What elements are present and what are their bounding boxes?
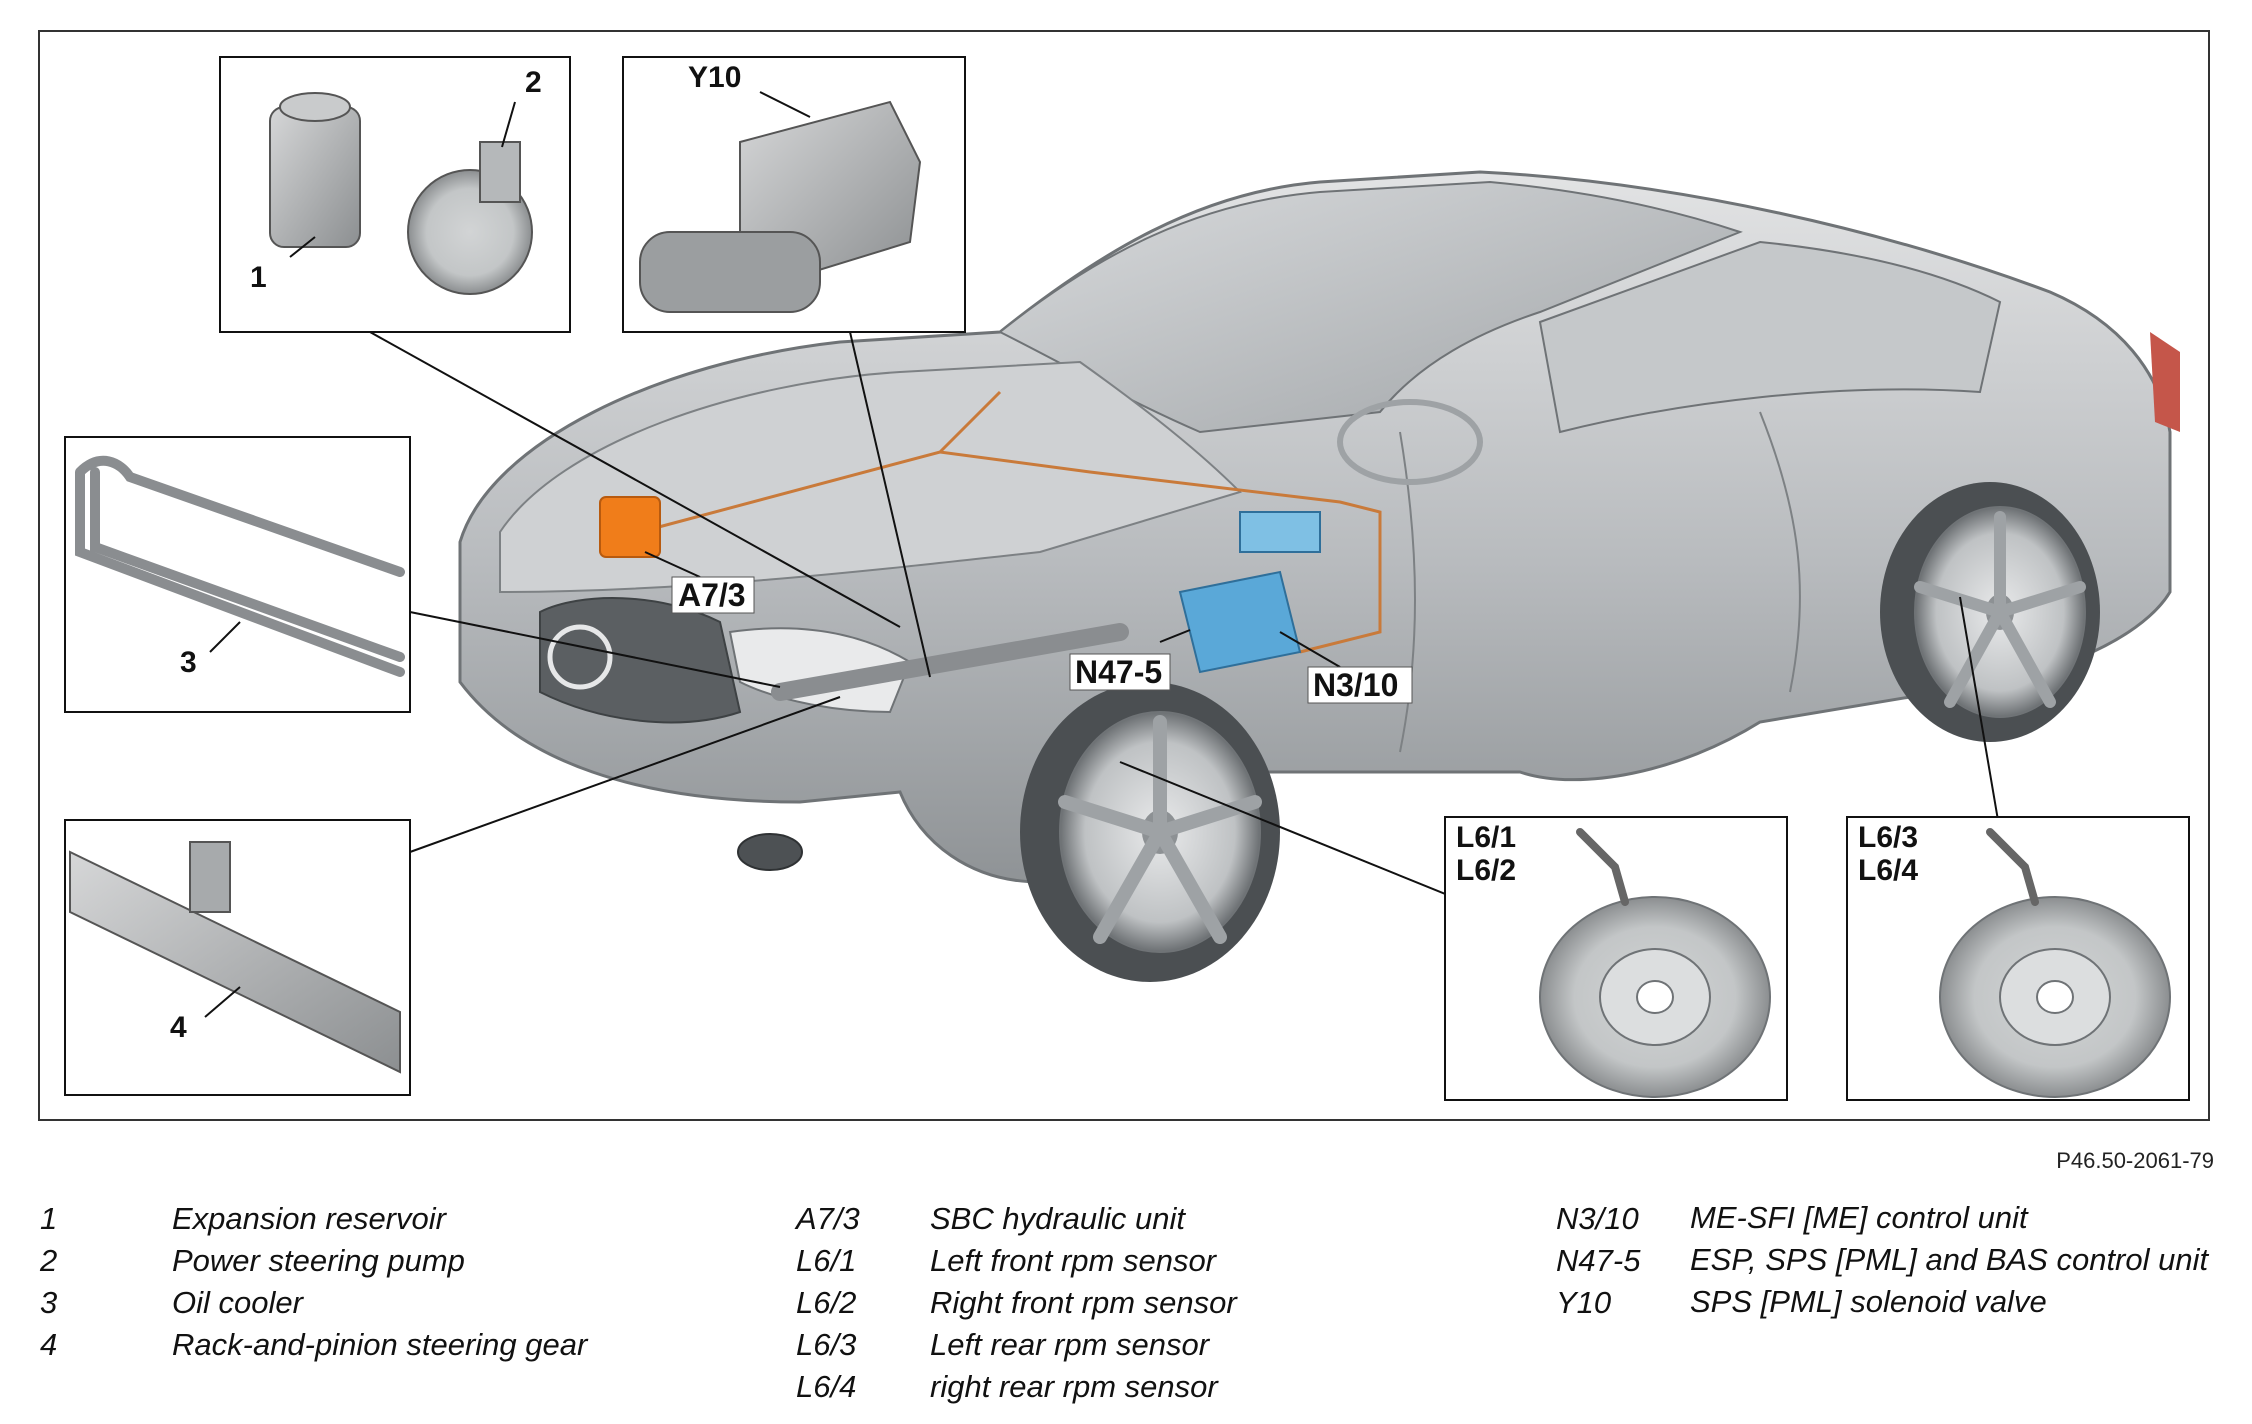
svg-text:N47-5: N47-5 <box>1075 654 1162 690</box>
legend-key: L6/2 <box>796 1285 857 1320</box>
callout-l6-3: L6/3 <box>1858 821 1918 854</box>
callout-4: 4 <box>170 1011 187 1044</box>
me-control-unit-shape <box>1239 511 1321 553</box>
legend-desc: SPS [PML] solenoid valve <box>1690 1284 2047 1319</box>
inset-solenoid-valve <box>622 56 966 333</box>
rear-sensor-shape <box>1986 828 2039 906</box>
inset-oil-cooler <box>64 436 411 713</box>
legend-row: N47-5 ESP, SPS [PML] and BAS control uni… <box>1556 1240 2216 1282</box>
legend-key: Y10 <box>1556 1285 1612 1320</box>
front-sensor-shape <box>1576 828 1629 906</box>
legend-desc: right rear rpm sensor <box>930 1369 1218 1404</box>
front-wheel <box>1020 682 1280 982</box>
diagram-illustration: 1 2 Y10 3 4 A7/3 N47-5 N3/10 L6/1 L6/2 L… <box>64 56 2190 1101</box>
fog-light <box>737 833 803 871</box>
legend-row: 2 Power steering pump <box>40 1240 740 1282</box>
callout-l6-1: L6/1 <box>1456 821 1516 854</box>
diagram-frame: 1 2 Y10 3 4 A7/3 N47-5 N3/10 L6/1 L6/2 L… <box>38 30 2210 1121</box>
legend-desc: Oil cooler <box>172 1285 303 1320</box>
legend-key: A7/3 <box>796 1201 860 1236</box>
legend-row: 3 Oil cooler <box>40 1282 740 1324</box>
legend-desc: Left front rpm sensor <box>930 1243 1217 1278</box>
legend-desc: Power steering pump <box>172 1243 465 1278</box>
callout-a7-3: A7/3 <box>671 576 755 614</box>
legend-desc: Right front rpm sensor <box>930 1285 1237 1320</box>
legend-row: 1 Expansion reservoir <box>40 1198 740 1240</box>
inset-rear-sensors <box>1846 816 2190 1101</box>
callout-l6-4: L6/4 <box>1858 854 1918 887</box>
legend-key: 2 <box>40 1243 58 1278</box>
legend-row: L6/2 Right front rpm sensor <box>796 1282 1516 1324</box>
oil-cooler-shape <box>75 455 405 677</box>
callout-l6-2: L6/2 <box>1456 854 1516 887</box>
callout-n47-5: N47-5 <box>1069 653 1171 691</box>
callout-y10: Y10 <box>688 61 741 94</box>
legend-column-1: 1 Expansion reservoir 2 Power steering p… <box>40 1198 740 1366</box>
expansion-reservoir-shape <box>269 106 361 248</box>
legend-desc: SBC hydraulic unit <box>930 1201 1186 1236</box>
legend-desc: Expansion reservoir <box>172 1201 446 1236</box>
legend-key: 1 <box>40 1201 58 1236</box>
grille <box>539 597 742 724</box>
svg-text:N3/10: N3/10 <box>1313 667 1398 703</box>
inset-reservoir-pump <box>219 56 571 333</box>
control-unit-shape <box>1178 570 1302 674</box>
legend-key: 4 <box>40 1327 58 1362</box>
tail-light <box>2150 332 2180 432</box>
legend-row: L6/4 right rear rpm sensor <box>796 1366 1516 1408</box>
legend-key: N47-5 <box>1556 1243 1641 1278</box>
legend-row: 4 Rack-and-pinion steering gear <box>40 1324 740 1366</box>
hydraulic-unit-shape <box>599 496 661 558</box>
legend-column-2: A7/3 SBC hydraulic unit L6/1 Left front … <box>796 1198 1516 1408</box>
legend-key: 3 <box>40 1285 58 1320</box>
figure-id: P46.50-2061-79 <box>2056 1148 2214 1173</box>
legend-row: L6/1 Left front rpm sensor <box>796 1240 1516 1282</box>
legend-key: L6/4 <box>796 1369 857 1404</box>
wiring-harness <box>639 390 1382 654</box>
star-emblem <box>547 624 613 690</box>
legend-desc: Left rear rpm sensor <box>930 1327 1210 1362</box>
svg-text:A7/3: A7/3 <box>678 577 746 613</box>
door-line <box>1399 411 1801 753</box>
legend-key: L6/3 <box>796 1327 857 1362</box>
legend-desc: ESP, SPS [PML] and BAS control unit <box>1690 1242 2209 1277</box>
legend-key: N3/10 <box>1556 1201 1639 1236</box>
legend-desc: ME-SFI [ME] control unit <box>1690 1200 2028 1235</box>
legend-row: N3/10 ME-SFI [ME] control unit <box>1556 1198 2216 1240</box>
legend-row: A7/3 SBC hydraulic unit <box>796 1198 1516 1240</box>
inset-steering-gear <box>64 819 411 1096</box>
steering-wheel <box>1337 399 1483 485</box>
callout-3: 3 <box>180 646 197 679</box>
rear-wheel <box>1880 482 2100 742</box>
callout-1: 1 <box>250 261 267 294</box>
inset-front-sensors <box>1444 816 1788 1101</box>
car-illustration <box>458 170 2180 982</box>
windshield <box>998 180 1743 434</box>
legend-key: L6/1 <box>796 1243 857 1278</box>
callout-n3-10: N3/10 <box>1307 666 1413 704</box>
leader-lines <box>369 331 2001 903</box>
steering-gear-shape <box>69 850 401 1074</box>
legend-desc: Rack-and-pinion steering gear <box>172 1327 588 1362</box>
callout-2: 2 <box>525 66 542 99</box>
legend-column-3: N3/10 ME-SFI [ME] control unit N47-5 ESP… <box>1556 1198 2216 1324</box>
legend-row: Y10 SPS [PML] solenoid valve <box>1556 1282 2216 1324</box>
steering-rack-shape <box>771 623 1129 701</box>
side-window <box>1538 240 2002 434</box>
legend-row: L6/3 Left rear rpm sensor <box>796 1324 1516 1366</box>
